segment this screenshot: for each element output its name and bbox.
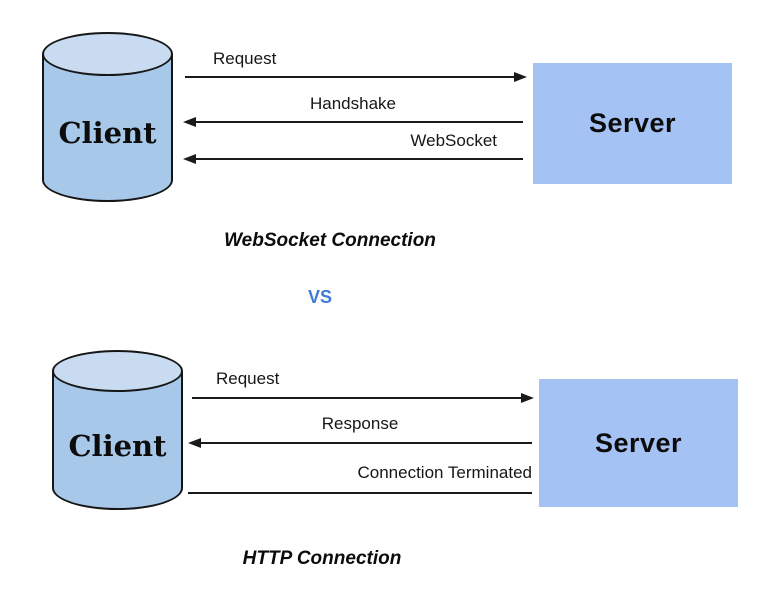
client-label: Client	[68, 428, 167, 463]
ws-websocket-label: WebSocket	[410, 131, 497, 150]
server-label: Server	[594, 427, 683, 458]
http-section-caption: HTTP Connection	[242, 548, 402, 569]
ws-handshake-arrowhead-icon	[183, 117, 196, 127]
http-server-box: Server	[539, 379, 738, 507]
http-request-arrow-line	[192, 397, 522, 399]
cylinder-body: Client	[42, 54, 173, 202]
http-termination-line	[188, 492, 532, 494]
http-termination-label: Connection Terminated	[357, 463, 532, 482]
server-label: Server	[588, 108, 677, 138]
ws-request-arrowhead-icon	[514, 72, 527, 82]
http-client-cylinder: Client	[52, 350, 183, 510]
ws-handshake-label: Handshake	[309, 94, 396, 113]
ws-websocket-arrow-line	[194, 158, 523, 160]
cylinder-body: Client	[52, 371, 183, 510]
websocket-section-caption: WebSocket Connection	[224, 230, 436, 251]
http-request-label: Request	[216, 369, 280, 388]
vs-divider-label: VS	[307, 287, 332, 307]
client-label: Client	[58, 116, 157, 150]
ws-websocket-arrowhead-icon	[183, 154, 196, 164]
cylinder-top-ellipse	[52, 350, 183, 392]
http-response-label: Response	[321, 414, 399, 433]
ws-handshake-arrow-line	[194, 121, 523, 123]
ws-request-arrow-line	[185, 76, 515, 78]
websocket-server-box: Server	[533, 63, 732, 184]
cylinder-top-ellipse	[42, 32, 173, 76]
http-request-arrowhead-icon	[521, 393, 534, 403]
http-response-arrow-line	[199, 442, 532, 444]
http-response-arrowhead-icon	[188, 438, 201, 448]
websocket-client-cylinder: Client	[42, 32, 173, 202]
ws-request-label: Request	[213, 49, 277, 68]
